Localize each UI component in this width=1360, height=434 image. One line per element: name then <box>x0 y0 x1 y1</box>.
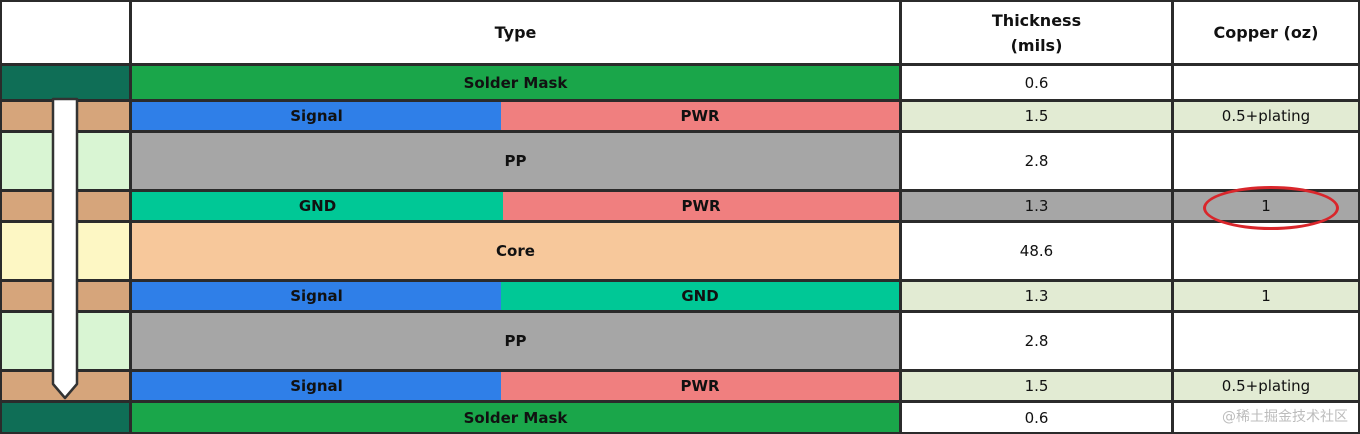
thickness-value: 1.5 <box>1024 377 1049 395</box>
type-header: Type <box>132 2 899 63</box>
thickness-cell: 1.5 <box>902 102 1171 130</box>
layer-signal: Signal <box>132 372 501 400</box>
layer-core: Core <box>132 223 899 279</box>
layer-label: PP <box>504 152 527 170</box>
layer-pp: PP <box>132 133 899 189</box>
layer-gnd: GND <box>501 282 899 310</box>
thickness-cell: 1.5 <box>902 372 1171 400</box>
layer-label: Solder Mask <box>463 408 568 427</box>
thickness-value: 2.8 <box>1024 332 1049 350</box>
thickness-value: 0.6 <box>1024 408 1049 427</box>
copper-cell: 1 <box>1174 282 1358 310</box>
layer-label: Solder Mask <box>463 73 568 92</box>
layer-solder-mask-top: Solder Mask <box>132 66 899 99</box>
thickness-cell: 2.8 <box>902 133 1171 189</box>
thickness-cell: 1.3 <box>902 282 1171 310</box>
layer-label: PP <box>504 332 527 350</box>
layer-left-label: Signal <box>290 107 343 125</box>
layer-signal: Signal <box>132 102 501 130</box>
copper-header: Copper (oz) <box>1174 2 1358 63</box>
copper-cell: 0.5+plating <box>1174 372 1358 400</box>
thickness-cell: 48.6 <box>902 223 1171 279</box>
thickness-cell: 0.6 <box>902 66 1171 99</box>
layer-right-label: PWR <box>681 197 721 215</box>
copper-cell <box>1174 403 1358 432</box>
highlight-circle <box>1203 186 1339 230</box>
thickness-cell: 1.3 <box>902 192 1171 220</box>
copper-cell <box>1174 223 1358 279</box>
thickness-value: 1.5 <box>1024 107 1049 125</box>
copper-cell <box>1174 133 1358 189</box>
side-cell-solder-mask-top <box>2 66 129 99</box>
layer-left-label: GND <box>298 197 337 215</box>
thickness-value: 48.6 <box>1019 242 1054 260</box>
layer-pwr: PWR <box>503 192 899 220</box>
layer-solder-mask-bottom: Solder Mask <box>132 403 899 432</box>
layer-right-label: PWR <box>680 107 720 125</box>
layer-label: Core <box>496 242 535 260</box>
layer-signal: Signal <box>132 282 501 310</box>
thickness-cell: 0.6 <box>902 403 1171 432</box>
copper-cell <box>1174 313 1358 369</box>
layer-gnd: GND <box>132 192 503 220</box>
copper-value: 1 <box>1261 287 1271 305</box>
thickness-value: 1.3 <box>1024 197 1049 215</box>
thickness-value: 2.8 <box>1024 152 1049 170</box>
watermark: @稀土掘金技术社区 <box>1222 409 1348 425</box>
copper-cell <box>1174 66 1358 99</box>
thickness-value: 0.6 <box>1024 73 1049 92</box>
layer-pwr: PWR <box>501 102 899 130</box>
side-cell-solder-mask-bottom <box>2 403 129 432</box>
layer-pp: PP <box>132 313 899 369</box>
copper-cell: 0.5+plating <box>1174 102 1358 130</box>
thickness-header: Thickness (mils) <box>902 2 1171 63</box>
layer-left-label: Signal <box>290 377 343 395</box>
corner-cell <box>2 2 129 63</box>
copper-value: 0.5+plating <box>1221 107 1311 125</box>
layer-pwr: PWR <box>501 372 899 400</box>
thickness-cell: 2.8 <box>902 313 1171 369</box>
layer-right-label: GND <box>681 287 719 305</box>
thickness-header-line1: Thickness <box>991 10 1082 30</box>
layer-right-label: PWR <box>680 377 720 395</box>
copper-header-label: Copper (oz) <box>1213 23 1319 42</box>
via-drill-icon <box>51 97 79 400</box>
thickness-header-line2: (mils) <box>1010 35 1063 55</box>
copper-value: 0.5+plating <box>1221 377 1311 395</box>
thickness-value: 1.3 <box>1024 287 1049 305</box>
layer-left-label: Signal <box>290 287 343 305</box>
type-header-label: Type <box>494 23 537 42</box>
